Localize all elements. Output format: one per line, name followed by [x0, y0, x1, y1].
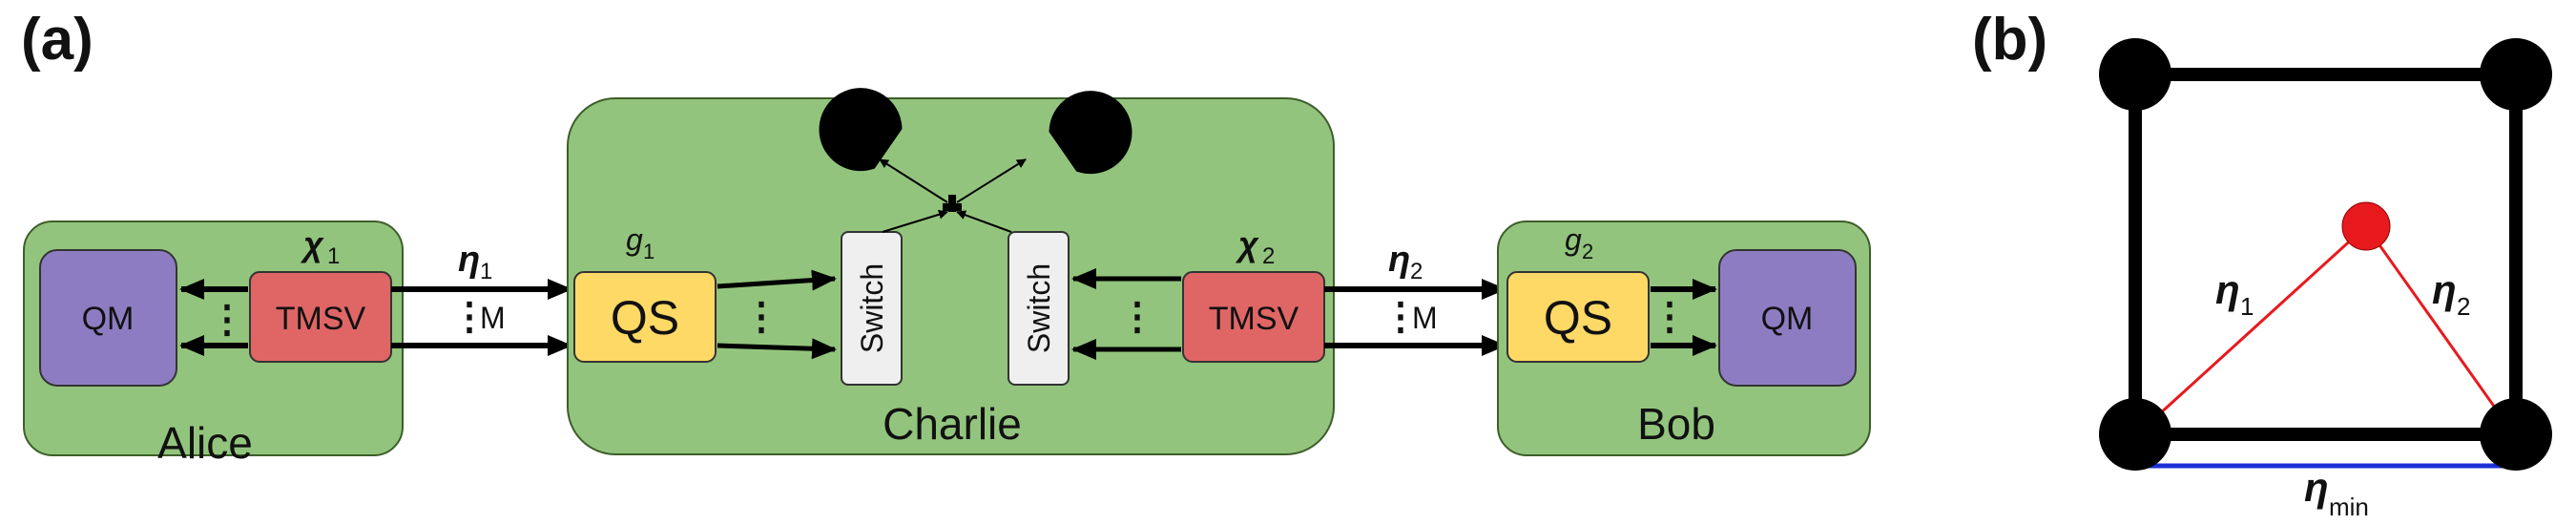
bob-name: Bob	[1637, 399, 1715, 449]
bob-node: QS g 2 QM ⋮ Bob	[1497, 220, 1871, 456]
eta-1-subscript: 1	[2240, 292, 2254, 321]
panel-b-label: (b)	[1972, 7, 2047, 73]
eta-2-subscript: 2	[2457, 292, 2470, 321]
node-top-left	[2099, 38, 2171, 111]
alice-tmsv-label: TMSV	[276, 301, 366, 337]
alice-node: QM TMSV χ 1 Alice ⋮	[23, 220, 404, 468]
bob-g-subscript: 2	[1582, 240, 1593, 263]
node-bottom-right	[2480, 398, 2552, 471]
charlie-tmsv-box	[1182, 271, 1325, 363]
charlie-chi-subscript: 2	[1262, 243, 1275, 269]
eta-2-line	[2364, 225, 2516, 435]
eta-1-line	[2135, 224, 2368, 436]
alice-chi-symbol: χ	[300, 224, 324, 263]
charlie-node: Charlie QS g 1 ⋮ Switch Switch TMSV χ 2 …	[567, 88, 1335, 455]
alice-qm-label: QM	[82, 301, 135, 337]
bob-qm-label: QM	[1761, 301, 1814, 337]
eta-min-subscript: min	[2329, 493, 2369, 521]
node-center-red	[2341, 201, 2391, 251]
link-1-ellipsis: ⋮	[450, 296, 488, 338]
link-1: η 1 ⋮ M	[391, 240, 572, 356]
charlie-ellipsis-right: ⋮	[1118, 296, 1156, 338]
bob-qs-label: QS	[1544, 291, 1612, 345]
bs-to-detector-right	[956, 158, 1027, 203]
alice-ellipsis: ⋮	[208, 299, 246, 341]
detector-left	[819, 88, 903, 172]
charlie-qs-arrow-bottom	[717, 338, 837, 360]
link-2-eta-subscript: 2	[1410, 259, 1423, 284]
charlie-qs-box	[573, 271, 717, 363]
link-2-eta-symbol: η	[1388, 240, 1410, 280]
node-bottom-left	[2099, 398, 2171, 471]
charlie-box	[567, 97, 1335, 455]
switch-left-to-bs	[882, 209, 948, 233]
link-2: η 2 ⋮ M	[1324, 240, 1506, 356]
link-2-modes: M	[1412, 301, 1438, 335]
switch-right-to-bs	[956, 210, 1012, 233]
detector-right	[1049, 91, 1132, 175]
switch-right-label: Switch	[1022, 263, 1056, 353]
alice-name: Alice	[157, 418, 253, 468]
eta-2-symbol: η	[2432, 267, 2457, 312]
charlie-chi-symbol: χ	[1235, 224, 1259, 263]
switch-left	[841, 231, 903, 386]
bob-ellipsis: ⋮	[1651, 296, 1689, 338]
link-2-ellipsis: ⋮	[1381, 296, 1420, 338]
eta-1-symbol: η	[2215, 267, 2240, 312]
bob-g-symbol: g	[1565, 222, 1582, 257]
alice-tmsv-box	[249, 271, 392, 363]
bob-qs-box	[1506, 271, 1650, 363]
charlie-tmsv-label: TMSV	[1209, 301, 1299, 337]
alice-chi-subscript: 1	[327, 243, 340, 269]
bob-qm-box	[1718, 249, 1857, 387]
charlie-ellipsis-left: ⋮	[742, 296, 780, 338]
eta-min-symbol: η	[2304, 465, 2329, 510]
switch-left-label: Switch	[855, 263, 889, 353]
switch-right	[1008, 231, 1070, 386]
panel-a-label: (a)	[21, 7, 93, 73]
alice-qm-box	[39, 249, 177, 387]
charlie-qs-label: QS	[611, 291, 679, 345]
link-1-eta-symbol: η	[458, 240, 480, 280]
node-top-right	[2480, 38, 2552, 111]
charlie-g-subscript: 1	[643, 240, 654, 263]
link-1-modes: M	[480, 301, 506, 335]
charlie-g-symbol: g	[626, 222, 643, 257]
charlie-name: Charlie	[883, 399, 1022, 449]
charlie-qs-arrow-top	[717, 269, 837, 291]
network-graph: η 1 η 2 η min	[2099, 38, 2552, 521]
link-1-eta-subscript: 1	[480, 259, 492, 284]
bs-to-detector-left	[879, 158, 948, 203]
